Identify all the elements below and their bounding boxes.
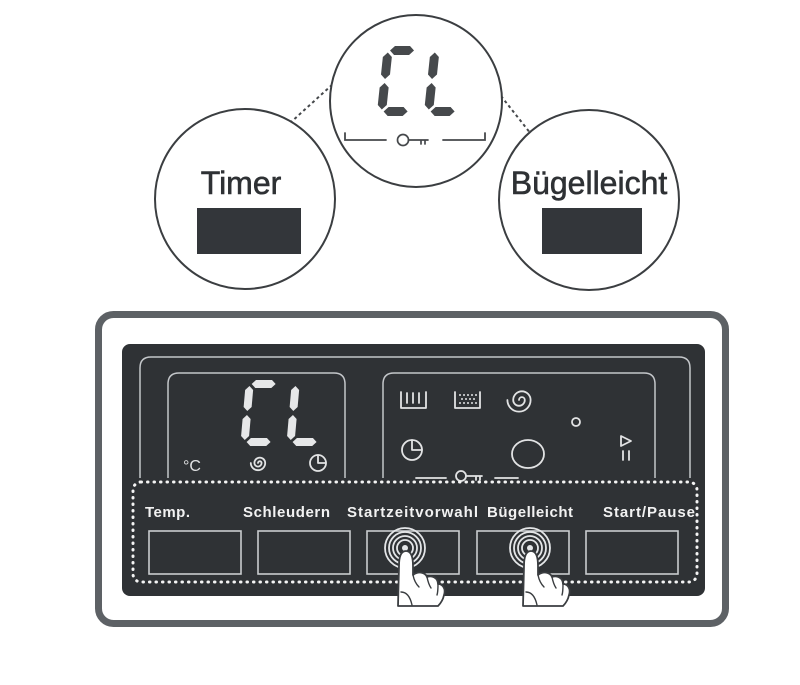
panel-lock-code-display	[241, 380, 317, 446]
seven-segment-digit	[287, 386, 317, 446]
callout-timer: Timer	[154, 108, 336, 290]
oval-indicator-icon	[511, 439, 545, 469]
control-panel: °C	[95, 311, 729, 627]
tub-dots-icon	[454, 391, 481, 409]
segment-d	[430, 107, 455, 116]
seven-segment-digit	[377, 46, 415, 116]
segment-e	[424, 83, 436, 110]
display-left: °C	[167, 372, 346, 478]
callout-child-lock	[329, 14, 503, 188]
tub-bars-icon	[400, 391, 427, 409]
segment-d	[246, 438, 271, 446]
start-pause-button[interactable]	[585, 530, 679, 575]
finger-press-startzeitvorwahl	[384, 527, 446, 607]
buegelleicht-button-graphic	[542, 208, 642, 254]
schleudern-button[interactable]	[257, 530, 351, 575]
temperature-unit: °C	[183, 458, 201, 475]
knuckle-lines	[400, 574, 439, 606]
label-buegelleicht: Bügelleicht	[487, 504, 573, 521]
segment-d	[292, 438, 317, 446]
segment-a	[390, 46, 415, 55]
spiral-icon	[507, 391, 530, 411]
callout-label-timer: Timer	[201, 165, 282, 201]
hand-icon	[522, 550, 571, 607]
segment-f	[289, 386, 300, 411]
segment-a	[251, 380, 276, 388]
timer-icon	[401, 439, 423, 461]
display-right-outline	[382, 372, 656, 478]
temp-button[interactable]	[148, 530, 242, 575]
label-start-pause: Start/Pause	[603, 504, 695, 521]
display-bezel	[139, 356, 691, 478]
divider-left	[344, 132, 387, 141]
callout-circle-child-lock	[329, 14, 503, 188]
segment-f	[381, 52, 392, 79]
label-schleudern: Schleudern	[243, 504, 330, 521]
timer-button-graphic	[197, 208, 301, 254]
seven-segment-digit	[241, 380, 276, 446]
display-right	[382, 372, 656, 482]
play-pause-icon	[620, 435, 632, 461]
segment-d	[383, 107, 408, 116]
leader-line-right	[500, 95, 532, 135]
callout-lock-code-display	[377, 46, 455, 116]
display-left-outline	[167, 372, 346, 478]
seven-segment-digit	[424, 52, 455, 116]
label-temp: Temp.	[145, 504, 190, 521]
key-icon	[396, 133, 429, 147]
timer-icon	[309, 454, 327, 472]
spiral-icon	[251, 458, 265, 471]
leader-line-left	[289, 83, 334, 124]
segment-e	[287, 415, 297, 440]
dot-indicator-icon	[571, 417, 581, 427]
finger-press-buegelleicht	[509, 527, 571, 607]
callout-label-buegelleicht: Bügelleicht	[511, 165, 668, 201]
segment-e	[377, 83, 389, 110]
divider-right	[442, 132, 486, 141]
segment-f	[428, 52, 439, 79]
callout-buegelleicht: Bügelleicht	[498, 109, 680, 291]
segment-f	[243, 386, 254, 411]
segment-e	[241, 415, 251, 440]
label-startzeitvorwahl: Startzeitvorwahl	[347, 504, 478, 521]
